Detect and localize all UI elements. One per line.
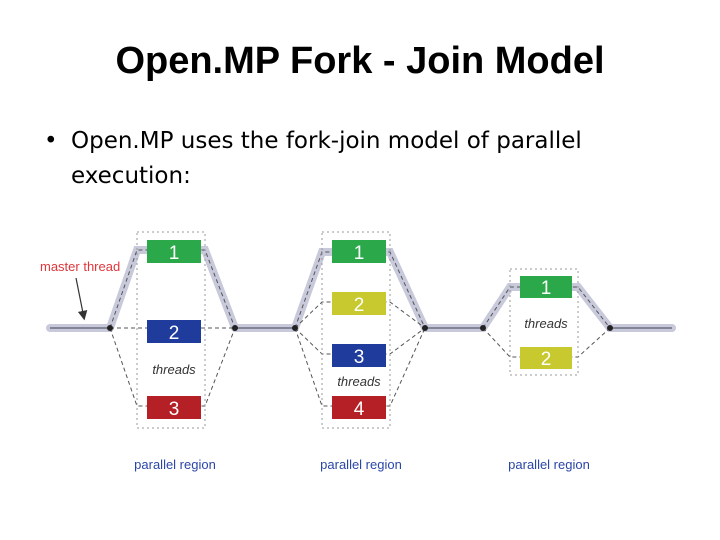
bullet-dot: • [44, 128, 58, 154]
bullet-point: • Open.MP uses the fork-join model of pa… [44, 124, 684, 193]
thread-number: 3 [354, 347, 365, 368]
thread-number: 1 [354, 243, 365, 264]
thread-number: 2 [541, 349, 552, 370]
thread-box-green [147, 240, 201, 263]
thread-box-red [332, 396, 386, 419]
thread-number: 2 [354, 295, 365, 316]
threads-label: threads [152, 362, 196, 377]
thread-box-red [147, 396, 201, 419]
region-label: parallel region [134, 457, 216, 472]
thread-box-blue [332, 344, 386, 367]
thread-number: 4 [354, 399, 365, 420]
parallel-region-2: 1 2 3 threads 4 parallel region [320, 240, 402, 472]
master-thread-arrow [75, 277, 88, 321]
bullet-text: Open.MP uses the fork-join model of para… [71, 128, 582, 189]
region-label: parallel region [320, 457, 402, 472]
thread-number: 1 [541, 278, 552, 299]
parallel-region-3: 1 threads 2 parallel region [508, 276, 590, 472]
region-label: parallel region [508, 457, 590, 472]
master-thread-label: master thread [40, 259, 120, 274]
thread-box-blue [147, 320, 201, 343]
parallel-region-1: 1 2 3 threads parallel region [134, 240, 216, 472]
threads-label: threads [337, 374, 381, 389]
thread-box-green [332, 240, 386, 263]
thread-number: 3 [169, 399, 180, 420]
slide-title: Open.MP Fork - Join Model [115, 40, 605, 82]
thread-number: 2 [169, 323, 180, 344]
thread-box-green [520, 276, 572, 298]
thread-number: 1 [169, 243, 180, 264]
thread-box-yellow [520, 347, 572, 369]
threads-label: threads [524, 316, 568, 331]
fork-join-points [107, 325, 613, 331]
thread-box-yellow [332, 292, 386, 315]
region-frames [136, 231, 579, 429]
